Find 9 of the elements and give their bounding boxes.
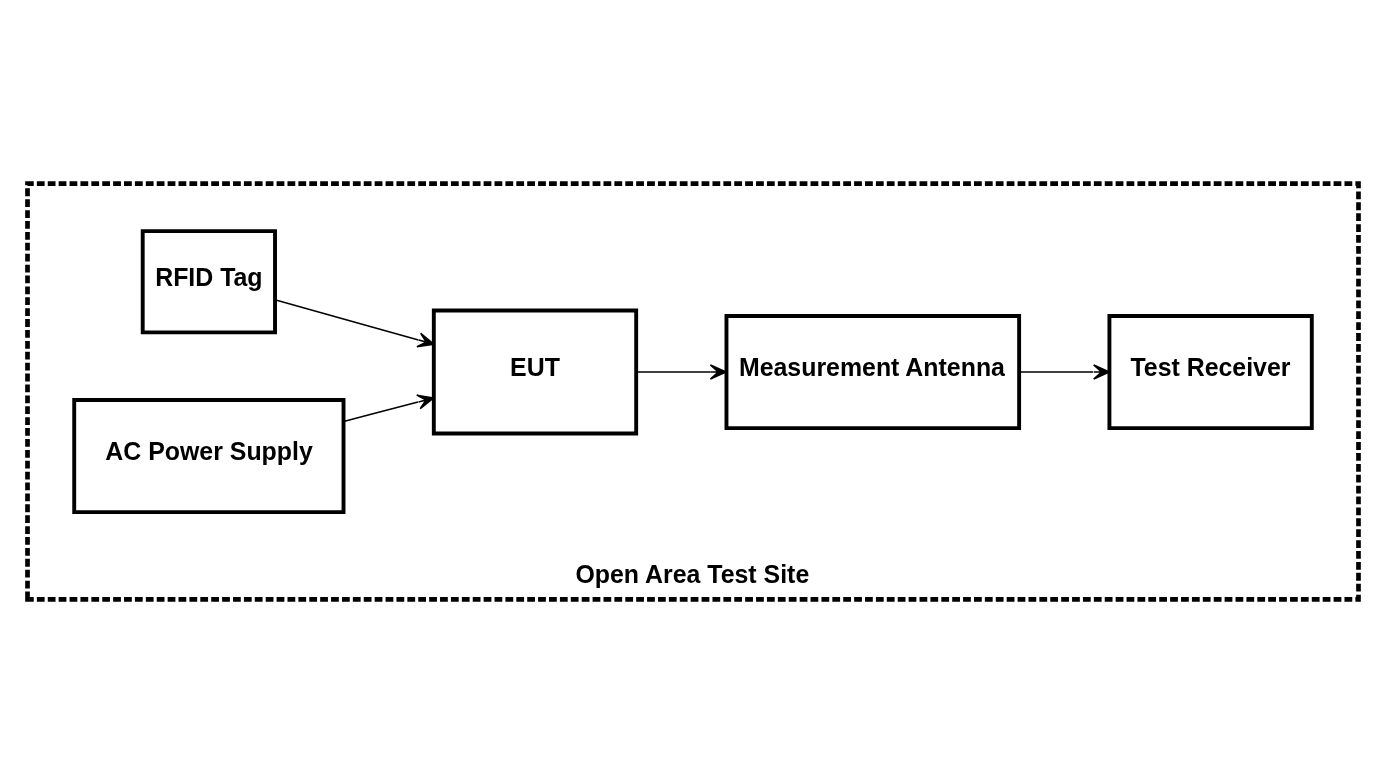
arrow xyxy=(342,394,435,423)
arrow xyxy=(635,364,727,380)
node-box: RFID Tag xyxy=(140,229,277,335)
node-box: AC Power Supply xyxy=(72,398,346,515)
node-box: EUT xyxy=(431,308,639,436)
arrow xyxy=(1018,364,1111,380)
node-box: Test Receiver xyxy=(1107,314,1314,431)
arrow xyxy=(275,299,435,348)
node-box: Measurement Antenna xyxy=(724,314,1022,431)
